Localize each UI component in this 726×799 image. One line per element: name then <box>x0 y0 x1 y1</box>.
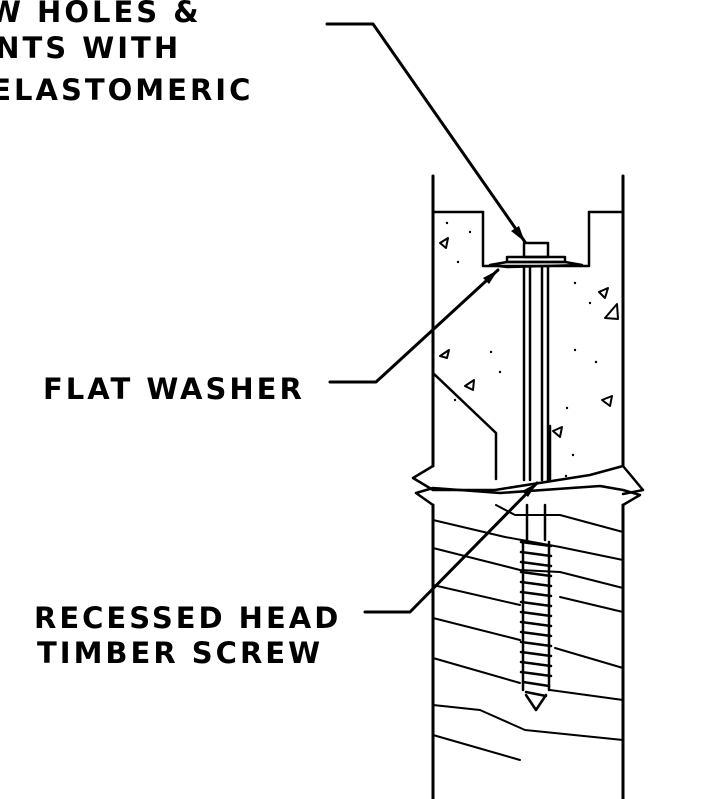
arrowhead-top <box>511 226 525 242</box>
timber-grain <box>432 504 624 761</box>
break-lines <box>411 464 645 507</box>
arrowhead-washer <box>483 270 498 284</box>
break-lower <box>414 484 642 507</box>
callout-top-line-3: POLYURETHANE ELASTOMERIC <box>0 73 253 107</box>
concrete-profile <box>431 371 552 481</box>
screw-threads <box>519 540 553 712</box>
screw-label-line-2: TIMBER SCREW <box>37 636 323 670</box>
flat-washer <box>488 241 584 269</box>
concrete-aggregate <box>439 237 619 438</box>
leader-top <box>325 22 527 244</box>
flat-washer-label: FLAT WASHER <box>43 372 305 406</box>
screw-shank <box>522 265 550 542</box>
screw-label: RECESSED HEAD TIMBER SCREW <box>34 601 341 670</box>
member-outline <box>431 174 625 799</box>
screw-label-line-1: RECESSED HEAD <box>34 601 341 635</box>
callout-top-text: FILL SCREW HOLES & JOINTS WITH POLYURETH… <box>0 0 253 107</box>
break-upper <box>411 464 645 496</box>
callout-top-line-2: JOINTS WITH <box>0 31 181 65</box>
callout-top-line-1: FILL SCREW HOLES & <box>0 0 202 29</box>
concrete-stipple <box>445 221 598 478</box>
leader-washer <box>328 268 500 384</box>
leader-screw <box>363 481 539 614</box>
